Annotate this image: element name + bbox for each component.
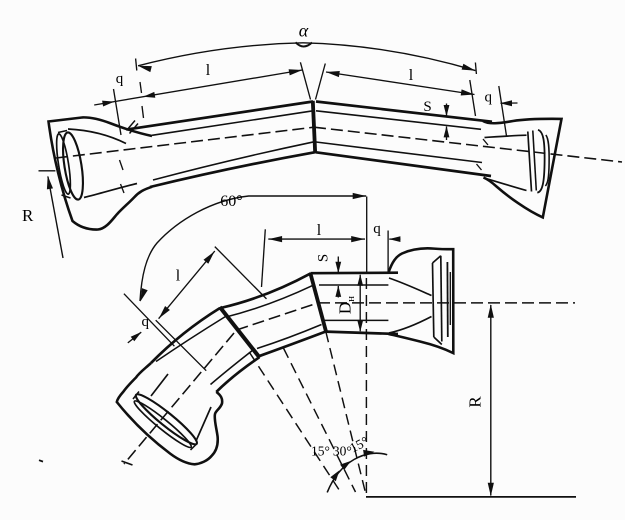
- svg-text:S: S: [423, 99, 431, 115]
- svg-text:R: R: [22, 206, 34, 225]
- svg-text:α: α: [299, 21, 309, 41]
- svg-text:S: S: [316, 254, 332, 262]
- svg-text:q: q: [373, 221, 381, 237]
- svg-text:q: q: [142, 314, 150, 330]
- svg-text:15°: 15°: [311, 444, 330, 459]
- svg-text:q: q: [485, 89, 493, 105]
- svg-text:l: l: [176, 268, 181, 285]
- svg-text:R: R: [466, 396, 485, 408]
- svg-text:l: l: [317, 222, 322, 239]
- svg-text:30°: 30°: [333, 443, 352, 458]
- svg-text:l: l: [409, 67, 414, 84]
- svg-text:l: l: [206, 62, 211, 79]
- svg-text:q: q: [116, 71, 124, 87]
- svg-text:60°: 60°: [220, 193, 242, 210]
